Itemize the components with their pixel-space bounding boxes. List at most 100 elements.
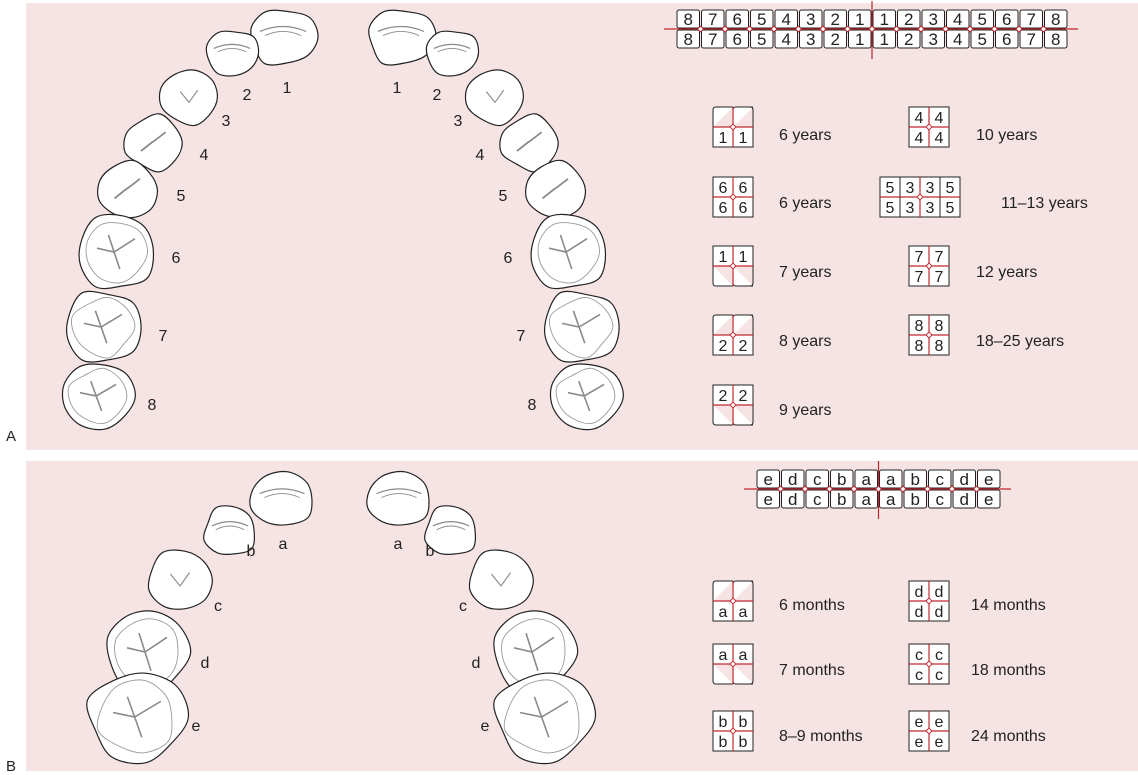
tooth-upper-right-1 [368,9,437,66]
grid-cell: a [862,490,872,509]
eruption-cell: e [915,734,924,751]
arch-label-left-3: 3 [222,113,231,130]
tooth-upper-left-6 [78,213,155,290]
arch-label-left-7: 7 [159,328,168,345]
grid-cell: 1 [880,10,889,29]
eruption-cell: d [935,584,944,601]
tooth-upper-right-2 [425,30,480,77]
grid-cell: 7 [1027,30,1036,49]
eruption-label-8: 12 years [976,264,1037,281]
eruption-cell: c [915,667,923,684]
grid-cell: 7 [1027,10,1036,29]
deciduous-arch-label-right-5: e [481,718,490,735]
deciduous-eruption-label-5: 18 months [971,662,1046,679]
eruption-cell: c [935,667,943,684]
grid-cell: 2 [904,10,913,29]
grid-cell: 5 [757,10,766,29]
eruption-cell: 6 [719,200,728,217]
grid-cell: a [862,470,872,489]
eruption-cell: d [915,584,924,601]
grid-cell: e [764,490,773,509]
eruption-cell: 2 [719,388,728,405]
eruption-cell: 3 [926,180,935,197]
arch-label-right-5: 5 [499,188,508,205]
grid-cell: 8 [1051,10,1060,29]
eruption-cell: 8 [915,318,924,335]
grid-cell: 2 [904,30,913,49]
deciduous-tooth-left-2 [203,505,256,556]
grid-cell: c [936,490,945,509]
deciduous-tooth-left-5 [86,672,190,765]
arch-label-right-4: 4 [476,147,485,164]
eruption-cell: b [719,734,728,751]
eruption-cell: e [935,714,944,731]
eruption-cell: e [935,734,944,751]
deciduous-arch-label-right-3: c [459,598,467,615]
eruption-cell: 5 [886,200,895,217]
deciduous-arch-label-left-2: b [247,543,256,560]
deciduous-eruption-label-6: 24 months [971,728,1046,745]
grid-cell: d [960,490,969,509]
eruption-cell: a [719,647,728,664]
grid-cell: 3 [806,10,815,29]
grid-cell: 6 [1002,10,1011,29]
eruption-cell: b [739,734,748,751]
tooth-upper-right-5 [525,159,587,219]
grid-cell: 8 [684,10,693,29]
deciduous-arch-label-right-1: a [394,536,403,553]
deciduous-tooth-right-3 [468,549,534,610]
grid-cell: b [911,470,920,489]
arch-label-left-5: 5 [177,188,186,205]
eruption-cell: 4 [935,110,944,127]
grid-cell: c [813,490,822,509]
arch-label-left-8: 8 [148,397,157,414]
eruption-cell: a [719,604,728,621]
eruption-cell: 6 [739,200,748,217]
deciduous-arch-label-right-4: d [472,655,481,672]
grid-cell: 6 [1002,30,1011,49]
panel-a-label: A [6,428,17,445]
tooth-upper-left-8 [61,363,136,431]
eruption-cell: 7 [915,269,924,286]
grid-cell: 3 [929,10,938,29]
grid-cell: 2 [831,30,840,49]
grid-cell: 1 [880,30,889,49]
eruption-cell: 3 [926,200,935,217]
tooth-upper-left-5 [97,159,159,219]
tooth-upper-right-8 [549,363,624,431]
grid-cell: d [788,490,797,509]
eruption-cell: 5 [886,180,895,197]
eruption-cell: 3 [906,200,915,217]
eruption-label-3: 7 years [779,264,831,281]
eruption-label-9: 18–25 years [976,333,1064,350]
tooth-upper-right-7 [544,290,620,363]
grid-cell: 4 [953,30,962,49]
eruption-label-5: 9 years [779,402,831,419]
eruption-label-7: 11–13 years [1001,195,1088,212]
grid-cell: 8 [684,30,693,49]
eruption-cell: e [915,714,924,731]
eruption-cell: 3 [906,180,915,197]
grid-cell: 3 [929,30,938,49]
eruption-label-2: 6 years [779,195,831,212]
eruption-cell: 2 [739,388,748,405]
eruption-cell: 7 [935,249,944,266]
eruption-cell: 8 [935,318,944,335]
grid-cell: 4 [782,30,791,49]
deciduous-eruption-label-3: 8–9 months [779,728,863,745]
tooth-upper-left-7 [66,290,142,363]
deciduous-eruption-label-4: 14 months [971,597,1046,614]
grid-cell: 7 [708,30,717,49]
grid-cell: b [837,470,846,489]
tooth-upper-right-4 [499,113,559,173]
